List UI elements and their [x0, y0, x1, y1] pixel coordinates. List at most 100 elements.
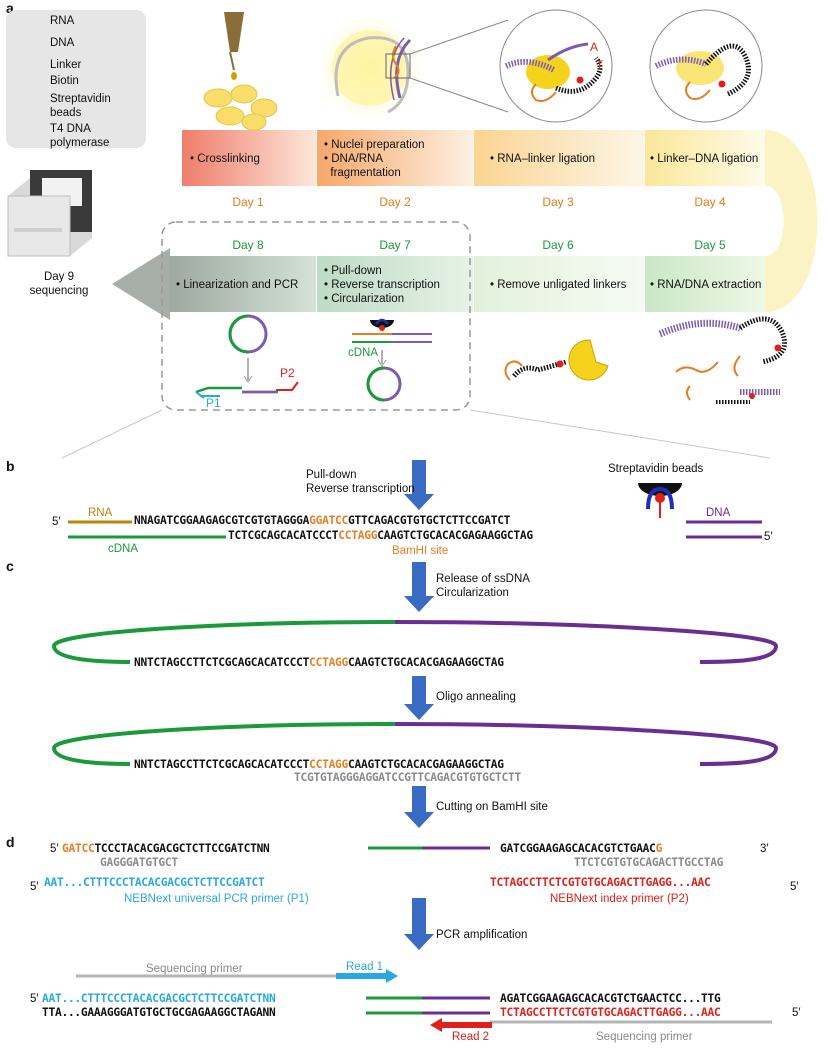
legend-biotin: Biotin	[50, 75, 79, 87]
arrow-pulldown	[412, 460, 426, 496]
seq-final-2: TTA...GAAAGGGATGTGCTGCGAGAAGGCTAGANN	[42, 1006, 276, 1019]
seq-p2-primer: TCTAGCCTTCTCGTGTGCAGACTTGAGG...AAC	[490, 876, 711, 889]
day-7: Day 7	[379, 238, 411, 252]
crosslink-illustration	[203, 12, 278, 131]
panel-label-c: c	[6, 558, 14, 574]
arrow-pcr	[412, 898, 426, 936]
step-pulldown: • Pull-down• Reverse transcription• Circ…	[324, 265, 440, 305]
legend-streptavidin: Streptavidin	[50, 93, 111, 105]
panel-label-b: b	[6, 458, 15, 474]
legend-beads: beads	[50, 107, 82, 119]
circle1-purple	[394, 620, 779, 664]
day-6: Day 6	[542, 238, 574, 252]
read1-arrow	[336, 969, 398, 983]
seq-d-left-bottom: GAGGGATGTGCT	[100, 856, 178, 869]
circle2-purple	[394, 722, 779, 766]
read1-label: Read 1	[346, 961, 384, 973]
exonuclease-illustration	[504, 339, 609, 381]
cdna-label: cDNA	[108, 543, 139, 555]
five-prime-f2: 5′	[792, 1007, 801, 1019]
extraction-illustration	[658, 316, 787, 404]
seq-d-left-top: GATCCTCCCTACACGACGCTCTTCCGATCTNN	[62, 842, 270, 855]
seq-d-right-bottom: TTCTCGTGTGCAGACTTGCCTAG	[574, 856, 724, 869]
day-5: Day 5	[694, 238, 726, 252]
step-bar-day4	[645, 130, 765, 186]
seq-final-3: AGATCGGAAGAGCACACGTCTGAACTCC...TTG	[500, 992, 721, 1005]
circle1-green	[51, 620, 396, 664]
primer-label-p1: P1	[206, 396, 221, 410]
five-prime-f1: 5′	[30, 993, 39, 1005]
step-bar-day5	[645, 256, 765, 312]
legend-polymerase: polymerase	[50, 137, 110, 149]
circle2-green	[51, 722, 396, 766]
seq-d-right-top: GATCGGAAGAGCACACGTCTGAACG	[500, 842, 663, 855]
primer-label-p2: P2	[280, 366, 295, 380]
arrow-cut	[412, 786, 426, 814]
three-prime-d: 3′	[760, 843, 769, 855]
five-prime-p2: 5′	[790, 881, 799, 893]
seq-circle-1: NNTCTAGCCTTCTCGCAGCACATCCCTCCTAGGCAAGTCT…	[134, 656, 504, 669]
seq-final-1: AAT...CTTTCCCTACACGACGCTCTTCCGATCTNN	[42, 992, 276, 1005]
day-4: Day 4	[694, 195, 726, 209]
pcr-note: PCR amplification	[436, 929, 528, 941]
read2-label: Read 2	[452, 1031, 490, 1043]
seq-p1-primer: AAT...CTTTCCCTACACGACGCTCTTCCGATCT	[44, 876, 265, 889]
step-bar-day3	[474, 130, 644, 186]
step-bar-day8	[170, 256, 316, 312]
step-rna-linker: • RNA–linker ligation	[490, 153, 596, 165]
read2-arrow	[430, 1018, 492, 1032]
five-prime-b1: 5′	[52, 516, 61, 528]
step-linker-dna: • Linker–DNA ligation	[650, 153, 759, 165]
step-bar-day2	[317, 130, 473, 186]
day-1: Day 1	[232, 195, 264, 209]
five-prime-b2: 5′	[764, 531, 773, 543]
sequencer-icon	[7, 170, 92, 257]
base-label-t: T	[596, 58, 604, 72]
panel-label-a: a	[6, 0, 14, 16]
legend-t4: T4 DNA	[50, 123, 91, 135]
pulldown-illustration	[352, 318, 432, 402]
step-bar-day1	[182, 130, 316, 186]
step-bar-day7	[317, 256, 473, 312]
legend-box	[6, 10, 146, 148]
day-8: Day 8	[232, 238, 264, 252]
oligo-note: Oligo annealing	[436, 691, 516, 703]
step-extraction: • RNA/DNA extraction	[650, 279, 762, 291]
seq-primer-right-label: Sequencing primer	[596, 1031, 693, 1043]
beads-label: Streptavidin beads	[608, 463, 704, 475]
linearization-illustration	[195, 314, 299, 399]
arrow-release	[412, 562, 426, 598]
step-nuclei: • Nuclei preparation• DNA/RNA fragmentat…	[324, 139, 425, 179]
day-2: Day 2	[379, 195, 411, 209]
ligation-zoom-day4	[649, 9, 763, 123]
panel-label-d: d	[6, 834, 15, 850]
dashed-box	[161, 221, 471, 411]
p2-name: NEBNext index primer (P2)	[550, 893, 689, 905]
nucleus-illustration	[318, 16, 509, 120]
step-bar-day6	[474, 256, 644, 312]
seq-b-top: NNAGATCGGAAGAGCGTCGTGTAGGGAGGATCCGTTCAGA…	[134, 514, 511, 527]
p1-name: NEBNext universal PCR primer (P1)	[124, 893, 309, 905]
seq-primer-left-label: Sequencing primer	[146, 963, 243, 975]
seq-final-4: TCTAGCCTTCTCGTGTGCAGACTTGAGG...AAC	[500, 1006, 721, 1019]
seq-oligo: TCGTGTAGGGAGGATCCGTTCAGACGTGTGCTCTT	[294, 771, 521, 784]
u-turn-band	[765, 130, 818, 312]
base-label-a: A	[590, 40, 599, 54]
cdna-label-a: cDNA	[348, 347, 379, 359]
rna-label: RNA	[88, 507, 113, 519]
legend-rna: RNA	[50, 15, 75, 27]
seq-circle-2: NNTCTAGCCTTCTCGCAGCACATCCCTCCTAGGCAAGTCT…	[134, 758, 504, 771]
legend-dna: DNA	[50, 37, 75, 49]
bamhi-label: BamHI site	[392, 545, 449, 557]
day-3: Day 3	[542, 195, 574, 209]
arrow-oligo	[412, 676, 426, 706]
cut-note: Cutting on BamHI site	[436, 801, 548, 813]
dna-label: DNA	[706, 507, 731, 519]
step-linearization: • Linearization and PCR	[176, 279, 299, 291]
seq-b-bottom: TCTCGCAGCACATCCCTCCTAGGCAAGTCTGCACACGAGA…	[228, 529, 533, 542]
step-crosslinking: • Crosslinking	[190, 153, 260, 165]
